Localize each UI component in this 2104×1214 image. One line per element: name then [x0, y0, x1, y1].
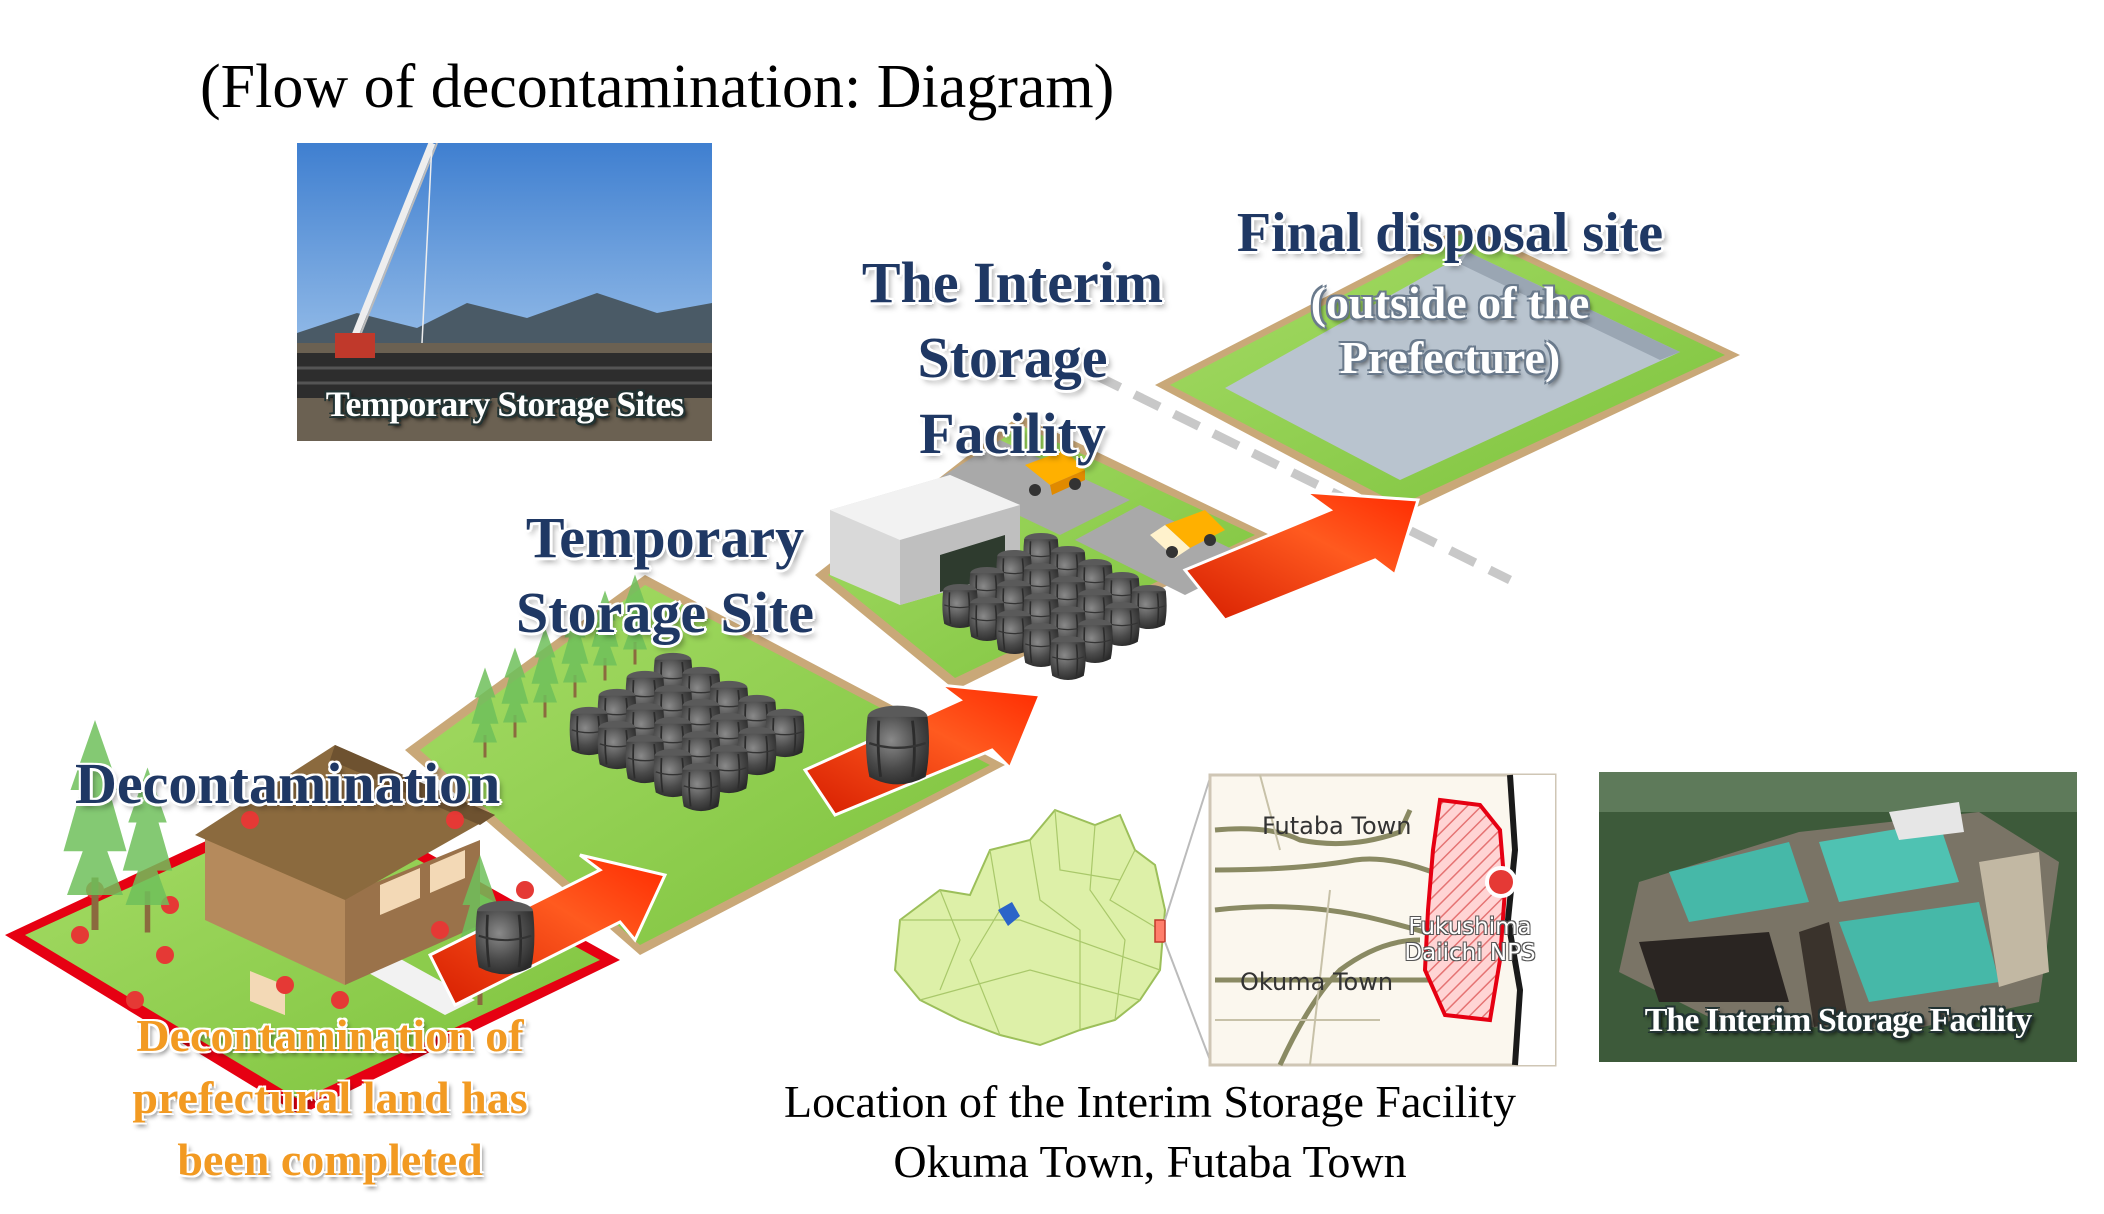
temporary-storage-photo-caption: Temporary Storage Sites	[297, 383, 712, 425]
stage-label-final-disposal: Final disposal site	[1200, 205, 1700, 261]
stage-label-temporary-line1: Temporary	[475, 500, 855, 575]
stage-label-interim-line3: Facility	[835, 396, 1190, 471]
final-disposal-subtitle: (outside of the Prefecture)	[1230, 275, 1670, 385]
stage-label-decontamination: Decontamination	[75, 755, 500, 813]
stage-label-temporary-line2: Storage Site	[475, 575, 855, 650]
page-title: (Flow of decontamination: Diagram)	[200, 52, 1114, 123]
map-label-nps: Fukushima Daiichi NPS	[1400, 914, 1540, 967]
map-label-okuma: Okuma Town	[1240, 968, 1393, 996]
location-caption: Location of the Interim Storage Facility…	[720, 1072, 1580, 1192]
stage-label-interim-line2: Storage	[835, 320, 1190, 395]
map-label-nps-line1: Fukushima	[1400, 914, 1540, 940]
fukushima-prefecture-map	[895, 810, 1165, 1045]
map-label-nps-line2: Daiichi NPS	[1400, 940, 1540, 966]
interim-facility-photo-caption: The Interim Storage Facility	[1599, 1002, 2077, 1040]
completion-note-line3: been completed	[90, 1129, 570, 1191]
completion-note-line1: Decontamination of	[90, 1005, 570, 1067]
map-label-futaba: Futaba Town	[1262, 812, 1412, 840]
location-caption-line2: Okuma Town, Futaba Town	[720, 1132, 1580, 1192]
stage-label-interim-line1: The Interim	[835, 245, 1190, 320]
temporary-storage-photo: Temporary Storage Sites	[297, 143, 712, 441]
completion-note: Decontamination of prefectural land has …	[90, 1005, 570, 1191]
storage-bag	[1050, 636, 1085, 680]
storage-bag	[682, 763, 721, 811]
stage-label-temporary-storage: Temporary Storage Site	[475, 500, 855, 651]
interim-facility-photo: The Interim Storage Facility	[1599, 772, 2077, 1062]
final-disposal-subtitle-line1: (outside of the	[1230, 275, 1670, 330]
completion-note-line2: prefectural land has	[90, 1067, 570, 1129]
location-caption-line1: Location of the Interim Storage Facility	[720, 1072, 1580, 1132]
final-disposal-subtitle-line2: Prefecture)	[1230, 330, 1670, 385]
stage-label-interim-facility: The Interim Storage Facility	[835, 245, 1190, 471]
